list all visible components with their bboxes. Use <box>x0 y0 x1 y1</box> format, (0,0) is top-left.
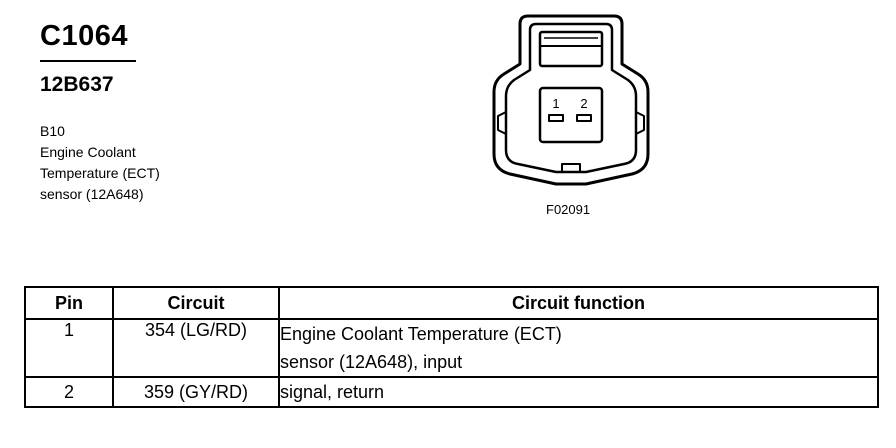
description-line: B10 <box>40 123 65 139</box>
pin-2-label: 2 <box>580 96 587 111</box>
description-line: Engine Coolant <box>40 144 136 160</box>
header-pin: Pin <box>24 286 114 320</box>
pin-2-slot <box>576 114 592 122</box>
circuit-code: 354 (LG/RD) <box>112 318 280 378</box>
connector-id: C1064 <box>40 20 128 52</box>
circuit-function: Engine Coolant Temperature (ECT) sensor … <box>278 318 879 378</box>
circuit-function: signal, return <box>278 376 879 408</box>
table-row: 1 354 (LG/RD) Engine Coolant Temperature… <box>24 318 879 378</box>
pin-1-label: 1 <box>552 96 559 111</box>
figure-code: F02091 <box>546 202 591 217</box>
side-latch-left <box>497 111 507 135</box>
side-latch-right <box>635 111 645 135</box>
pin-number: 1 <box>24 318 114 378</box>
pin-1-slot <box>548 114 564 122</box>
description-line: Temperature (ECT) <box>40 165 160 181</box>
component-description: B10 Engine Coolant Temperature (ECT) sen… <box>40 121 160 205</box>
pin-circuit-table: Pin Circuit Circuit function 1 354 (LG/R… <box>24 286 879 408</box>
table-header-row: Pin Circuit Circuit function <box>24 286 879 320</box>
circuit-function-line: signal, return <box>280 382 385 402</box>
connector-housing-inner <box>504 22 638 174</box>
circuit-function-line: sensor (12A648), input <box>280 352 463 372</box>
connector-housing-outer <box>492 14 650 186</box>
connector-face-diagram: 1 2 <box>492 14 650 186</box>
terminal-cavity <box>538 86 604 144</box>
table-row: 2 359 (GY/RD) signal, return <box>24 376 879 408</box>
circuit-code: 359 (GY/RD) <box>112 376 280 408</box>
locking-tab <box>538 30 604 68</box>
circuit-function-line: Engine Coolant Temperature (ECT) <box>280 324 562 344</box>
connector-id-underline <box>40 60 136 62</box>
header-circuit-function: Circuit function <box>278 286 879 320</box>
header-circuit: Circuit <box>112 286 280 320</box>
pin-number: 2 <box>24 376 114 408</box>
description-line: sensor (12A648) <box>40 186 144 202</box>
part-number: 12B637 <box>40 73 114 96</box>
key-notch <box>561 163 581 172</box>
